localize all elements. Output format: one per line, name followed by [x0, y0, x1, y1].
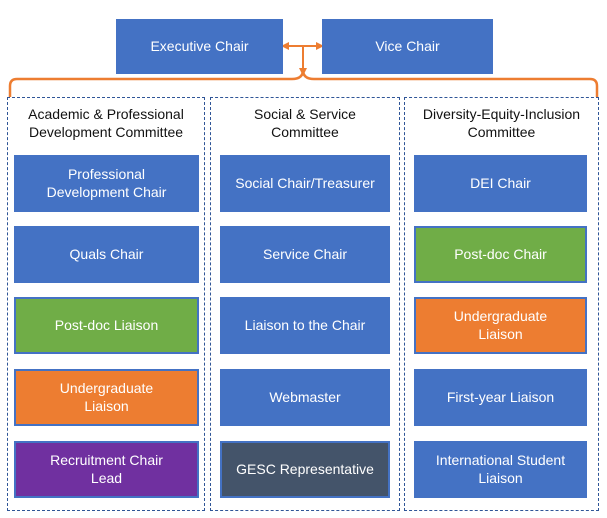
role-box-webmaster: Webmaster: [220, 369, 390, 426]
committee-title: Social & Service Committee: [254, 106, 356, 140]
role-box-first-year-liaison: First-year Liaison: [414, 369, 587, 426]
committee-academic-professional: Academic & Professional Development Comm…: [7, 97, 205, 511]
committee-social-service: Social & Service Committee: [210, 97, 400, 511]
committee-diversity-equity-inclusion: Diversity-Equity-Inclusion Committee: [404, 97, 599, 511]
executive-chair-box: Executive Chair: [116, 19, 283, 74]
executive-chair-label: Executive Chair: [150, 37, 249, 54]
vice-chair-box: Vice Chair: [322, 19, 493, 74]
committees-bracket: [8, 69, 599, 97]
role-box-post-doc-chair: Post-doc Chair: [414, 226, 587, 283]
vice-chair-label: Vice Chair: [375, 37, 440, 54]
role-box-service-chair: Service Chair: [220, 226, 390, 283]
role-box-dei-chair: DEI Chair: [414, 155, 587, 212]
role-box-liaison-to-the-chair: Liaison to the Chair: [220, 297, 390, 354]
committee-title: Diversity-Equity-Inclusion Committee: [422, 106, 581, 140]
role-box-social-chair-treasurer: Social Chair/Treasurer: [220, 155, 390, 212]
role-box-quals-chair: Quals Chair: [14, 226, 199, 283]
role-box-gesc-representative: GESC Representative: [220, 441, 390, 498]
committee-title: Academic & Professional Development Comm…: [28, 106, 184, 140]
role-box-post-doc-liaison: Post-doc Liaison: [14, 297, 199, 354]
